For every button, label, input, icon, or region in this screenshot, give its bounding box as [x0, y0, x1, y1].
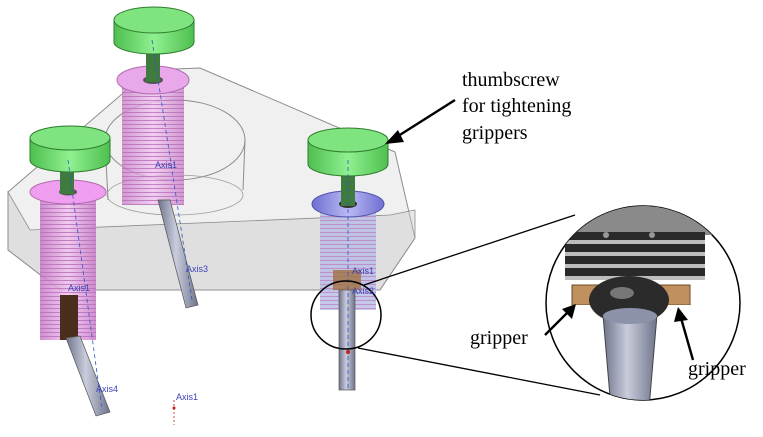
- gripper-label-left: gripper: [470, 327, 528, 349]
- thumbscrew-label-line1: thumbscrew: [462, 69, 560, 91]
- frame: [7, 67, 416, 291]
- screw-left: [29, 125, 111, 417]
- zoom-callout: [310, 214, 601, 396]
- axis-label-left: Axis1: [68, 283, 90, 293]
- arrows: [385, 98, 695, 361]
- gripper-label-right: gripper: [688, 358, 746, 380]
- arrow-head-thumbscrew: [385, 130, 404, 144]
- axis-label-origin: Axis1: [176, 392, 198, 402]
- arrow-head-gripper-right: [674, 307, 688, 322]
- screw-right: [307, 127, 389, 391]
- axis-label-axis2: Axis2: [352, 286, 374, 296]
- axis-label-back: Axis1: [155, 160, 177, 170]
- thumbscrew-label-line3: grippers: [462, 122, 528, 144]
- axis-label-right: Axis1: [352, 266, 374, 276]
- axis-label-axis4: Axis4: [96, 384, 118, 394]
- screw-back: [113, 6, 199, 309]
- thumbscrew-label-line2: for tightening: [462, 95, 571, 117]
- arrow-head-gripper-left: [562, 304, 576, 319]
- origin-marker: [172, 400, 176, 425]
- magnified-view: [545, 205, 741, 401]
- magnified-threads: [565, 232, 705, 280]
- axis-label-axis3: Axis3: [186, 264, 208, 274]
